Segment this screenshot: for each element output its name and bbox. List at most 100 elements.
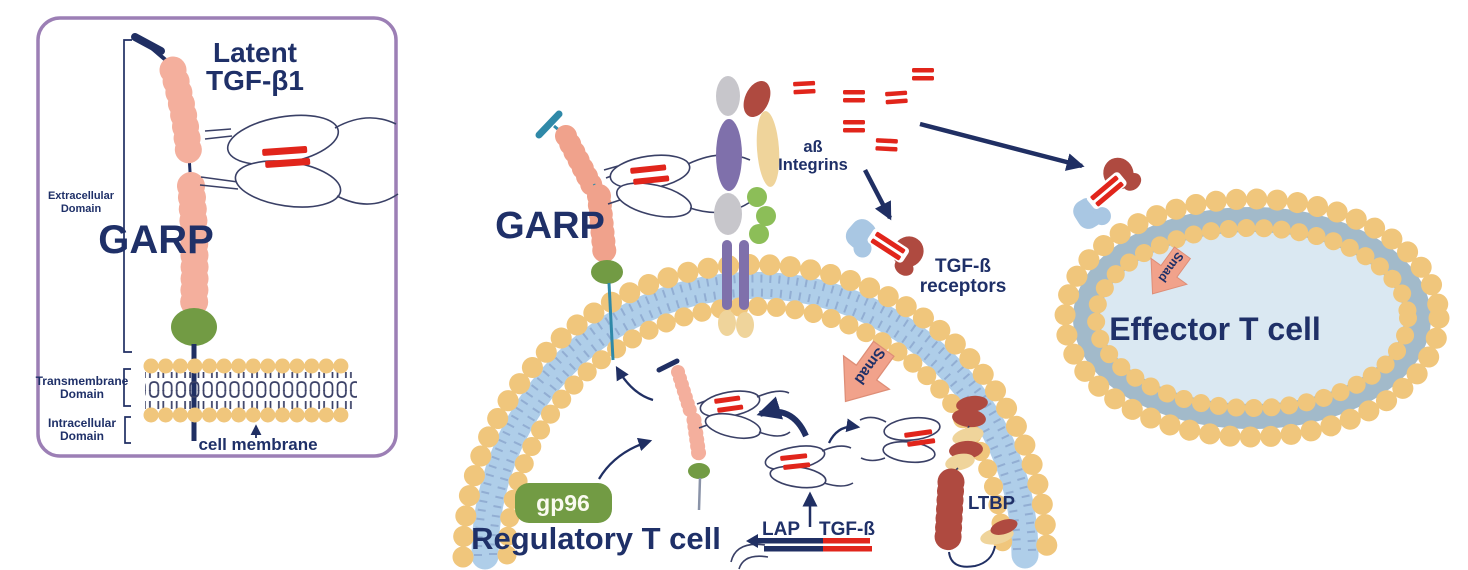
- free-latent-complex: [764, 445, 854, 489]
- transmembrane-label: Transmembrane: [36, 374, 129, 388]
- integrin-alpha-thigh: [716, 119, 742, 191]
- precursor-curl: [738, 555, 769, 570]
- lap-tail: [821, 445, 852, 452]
- lap-tgfb-precursor: LAP TGF-ß: [730, 519, 875, 570]
- garp-label: GARP: [495, 205, 605, 247]
- garp-anchor: [591, 260, 623, 284]
- intracellular-label: Intracellular: [48, 416, 116, 430]
- inset-title-line1: Latent: [213, 37, 297, 68]
- integrin-beta-head: [743, 80, 771, 118]
- latent-to-garp-arrow: [756, 396, 809, 438]
- ltbp-domain: [952, 408, 986, 428]
- tgfb-label: TGF-ß: [819, 519, 875, 540]
- ltbp-tail: [948, 545, 996, 568]
- gp96-label: gp96: [536, 490, 590, 516]
- garp-bead-chain: [159, 56, 203, 172]
- tgfb-bar: [714, 395, 741, 404]
- lap-connector: [204, 128, 232, 132]
- tgfb-to-receptor-arrow: [863, 168, 892, 221]
- garp-bead-rod: [555, 125, 603, 197]
- integrin-leg: [739, 240, 749, 310]
- garp-bead-rod: [686, 412, 707, 464]
- integrin-beta-domain: [749, 224, 769, 244]
- outer-bead-ring: [452, 254, 1058, 568]
- integrin-leg: [722, 240, 732, 310]
- tgfb-bar: [904, 429, 933, 438]
- lipid-texture: [473, 274, 1036, 557]
- intracellular-bracket: [124, 416, 131, 444]
- lap-connector: [603, 165, 619, 171]
- ltbp-domain: [956, 395, 988, 413]
- transmembrane-label2: Domain: [60, 387, 104, 401]
- integrin-foot: [718, 310, 736, 336]
- garp-bead-rod: [587, 184, 617, 270]
- effector-t-cell: Smad Effector T cell: [1054, 188, 1450, 448]
- lipid-tails-lower: [145, 390, 357, 409]
- bar-arrowhead: [746, 534, 758, 548]
- garp-anchor: [688, 463, 710, 479]
- tgfb-bar: [907, 438, 936, 447]
- tgfb-bar: [633, 175, 670, 185]
- garp-cap-bar: [535, 110, 563, 139]
- precursor-curl: [730, 543, 766, 563]
- tgfb-bar: [823, 546, 872, 552]
- tgfb-bar: [717, 404, 744, 413]
- lap-bar: [756, 538, 823, 544]
- garp-stem: [697, 477, 702, 511]
- garp-cap-bar: [656, 358, 680, 373]
- integrin-foot: [736, 312, 754, 338]
- lap-connector: [199, 184, 239, 190]
- lap-connector: [200, 176, 239, 183]
- outer-bead-ring: [1054, 188, 1450, 448]
- inset-panel: Latent TGF-β1 Extracellular Domain GARP …: [36, 16, 399, 458]
- lap-connector: [607, 199, 621, 205]
- tgfb-to-effector-arrow: [919, 121, 1085, 171]
- lap-connector: [204, 135, 233, 140]
- transmembrane-bracket: [123, 368, 131, 407]
- lap-lobe: [704, 412, 762, 440]
- integrin-complex: [714, 76, 780, 338]
- receptors-label-line1: TGF-ß: [935, 256, 991, 277]
- ltbp-binding-tan: [945, 453, 975, 471]
- receptors-label-line2: receptors: [920, 276, 1007, 297]
- intracellular-label2: Domain: [60, 429, 104, 443]
- lipid-tails-upper: [145, 372, 357, 391]
- extracellular-label: Extracellular: [48, 190, 115, 202]
- ltbp-label: LTBP: [968, 492, 1015, 513]
- tgfb-bar: [780, 453, 808, 461]
- inset-title-line2: TGF-β1: [206, 65, 304, 96]
- ltbp-complex: LTBP: [859, 395, 1018, 568]
- tgfb-bar: [823, 538, 870, 544]
- inner-bead-ring: [1087, 219, 1417, 417]
- extracellular-label2: Domain: [61, 203, 102, 215]
- garp-bead-chain: [177, 172, 209, 322]
- lap-label: LAP: [762, 519, 800, 540]
- lap-tail: [859, 416, 887, 423]
- surface-garp-complex: [535, 110, 754, 361]
- integrin-alpha-calf: [714, 193, 742, 235]
- integrin-beta-stalk: [756, 111, 780, 187]
- garp-bead-rod: [671, 365, 698, 421]
- garp-cap-stem: [145, 42, 170, 64]
- integrin-beta-domain: [756, 206, 776, 226]
- inset-garp-label: GARP: [98, 218, 214, 262]
- integrins-label-line1: aß: [803, 138, 822, 156]
- lap-tail: [334, 117, 397, 129]
- traffic-arrow-gp96: [598, 437, 653, 480]
- latent-to-ltbp-arrow: [827, 418, 861, 444]
- lap-bar: [764, 546, 823, 552]
- tgfb-bar: [630, 164, 667, 174]
- gp96-box: [515, 483, 612, 523]
- tgfb-bar: [265, 157, 311, 168]
- tgfb-bar: [783, 462, 811, 470]
- extracellular-bracket: [123, 39, 132, 353]
- effector-cell-label: Effector T cell: [1109, 311, 1321, 347]
- lipid-texture: [488, 288, 1021, 556]
- lap-tail: [823, 482, 854, 487]
- treg-cell-label: Regulatory T cell: [471, 521, 721, 556]
- garp-tm-stem: [607, 282, 615, 361]
- integrins-label-line2: Integrins: [778, 156, 848, 174]
- lap-tail: [758, 431, 791, 437]
